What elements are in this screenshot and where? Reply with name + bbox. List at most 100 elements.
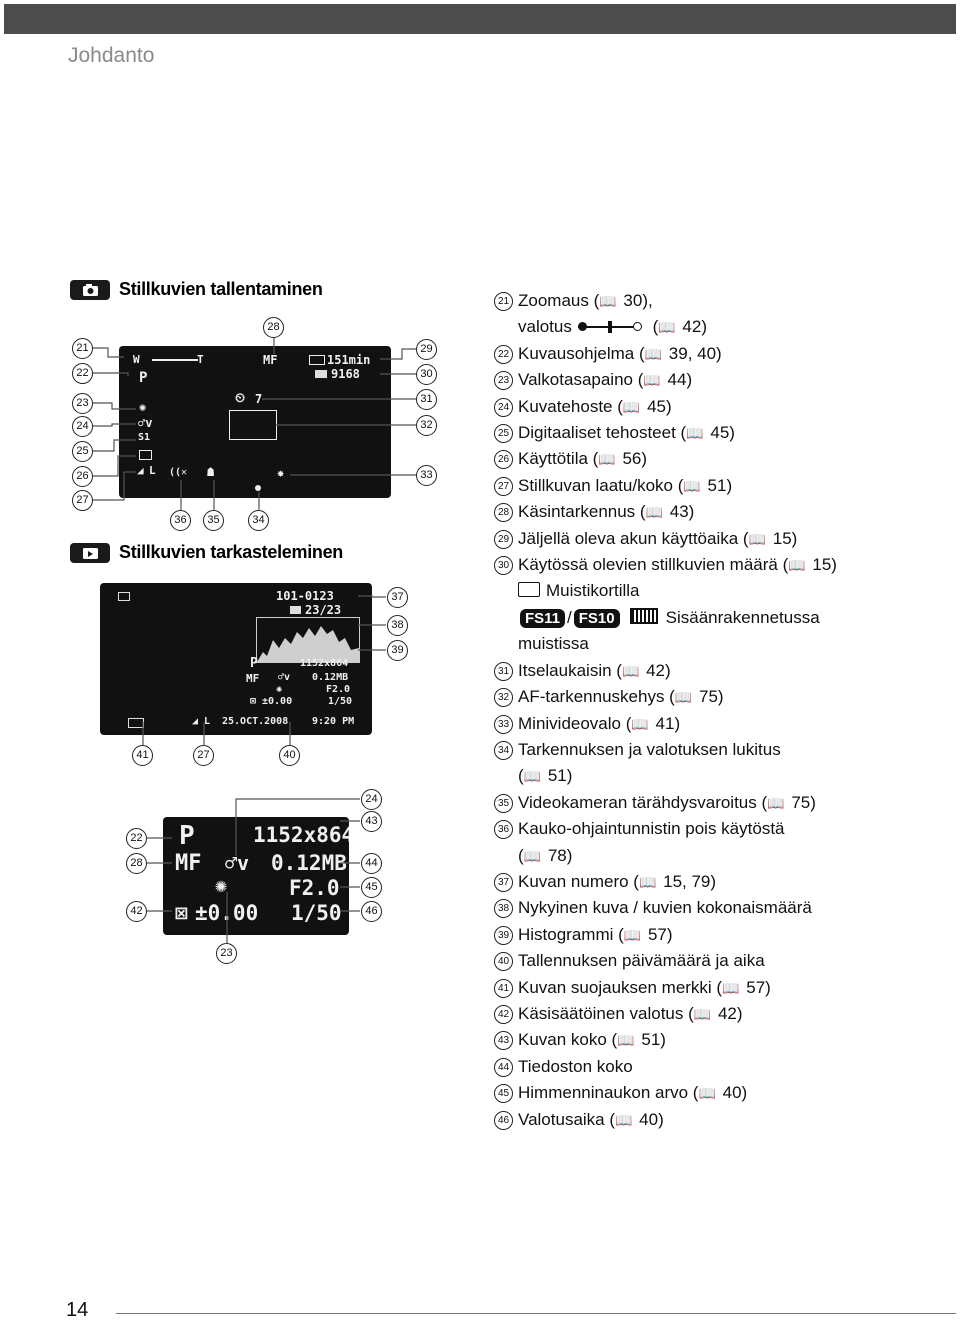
legend-paren: (	[518, 845, 524, 865]
histogram	[256, 617, 360, 663]
filesize-3: 0.12MB	[271, 851, 347, 875]
legend-number: 23	[494, 371, 513, 391]
legend-number: 42	[494, 1004, 513, 1024]
callout-21: 21	[72, 338, 93, 359]
self-timer-value: 7	[255, 392, 263, 406]
record-section-title: Stillkuvien tallentaminen	[119, 279, 323, 299]
legend-text: Valotusaika (	[518, 1109, 616, 1129]
legend-text: Valkotasapaino (	[518, 370, 644, 390]
book-icon: 📖	[623, 926, 642, 943]
mini-light-icon: ✸	[277, 466, 285, 480]
legend-number: 29	[494, 529, 513, 549]
legend-number: 34	[494, 740, 513, 760]
mf-indicator-3: MF	[175, 851, 202, 876]
callout-31: 31	[416, 389, 437, 410]
legend-text: Kuvatehoste (	[518, 396, 623, 416]
legend-ref-2: 42)	[677, 317, 707, 337]
legend-ref: 75)	[694, 687, 724, 707]
quality-value: L	[149, 464, 156, 477]
playback-section-title: Stillkuvien tarkasteleminen	[119, 542, 343, 562]
book-icon: 📖	[615, 1111, 633, 1128]
book-icon: 📖	[638, 873, 657, 890]
book-icon: 📖	[599, 293, 617, 309]
legend-number: 24	[494, 397, 513, 417]
book-icon: 📖	[644, 345, 663, 362]
legend-text: Kuvausohjelma (	[518, 343, 645, 363]
book-icon: 📖	[693, 1005, 712, 1022]
shot-count: 9168	[331, 367, 360, 381]
book-icon: 📖	[622, 398, 641, 415]
legend-text: Itselaukaisin (	[518, 660, 622, 680]
remote-off-icon: ((✕	[169, 467, 188, 478]
header-bar	[4, 4, 956, 34]
aperture-3: F2.0	[289, 876, 340, 900]
zoom-bar	[152, 359, 198, 361]
legend-number: 28	[494, 503, 513, 523]
effect-icon-3: ♂v	[225, 851, 250, 875]
legend-ref: 51)	[702, 475, 733, 495]
legend-text: Käsintarkennus (	[518, 502, 646, 522]
legend-text: Videokameran tärähdysvaroitus (	[518, 792, 768, 812]
callout-24b: 24	[361, 789, 382, 810]
legend-text: Tiedoston koko	[518, 1056, 633, 1076]
legend-number: 40	[494, 952, 513, 972]
legend-text: AF-tarkennuskehys (	[518, 687, 675, 707]
callout-45: 45	[361, 877, 382, 898]
legend-ref: 42)	[641, 660, 671, 680]
legend-ref: 15)	[807, 555, 837, 575]
zoom-w: W	[133, 353, 140, 366]
book-icon: 📖	[698, 1085, 716, 1102]
legend-ref: 51)	[636, 1030, 666, 1050]
legend-number: 30	[494, 556, 513, 576]
callout-28b: 28	[126, 853, 147, 874]
legend-number: 31	[494, 661, 513, 681]
resolution-2: 1152x864	[300, 658, 349, 669]
callout-24: 24	[72, 416, 93, 437]
callout-35: 35	[203, 510, 224, 531]
card-icon-2	[290, 606, 301, 614]
callout-44: 44	[361, 853, 382, 874]
legend-ref: 40)	[634, 1109, 664, 1129]
legend-number: 39	[494, 925, 513, 945]
legend-number: 37	[494, 872, 513, 892]
book-icon: 📖	[598, 451, 616, 468]
book-icon: 📖	[788, 557, 806, 574]
legend-number: 32	[494, 688, 513, 708]
legend-text: Digitaaliset tehosteet (	[518, 423, 687, 443]
digital-effect-icon	[139, 450, 152, 460]
built-in-memory-icon	[629, 607, 658, 624]
legend-ref: 15, 79)	[658, 871, 717, 891]
legend-ref: 57)	[643, 924, 673, 944]
callout-22b: 22	[126, 828, 147, 849]
book-icon: 📖	[645, 504, 664, 521]
battery-time: 151min	[327, 353, 371, 367]
legend-text: Käytössä olevien stillkuvien määrä (	[518, 555, 789, 575]
record-screen: W T MF 151min 9168 P ⏲ 7 ✺ ♂v S1 ◢ L ((✕…	[119, 346, 391, 498]
legend-ref: 75)	[786, 792, 816, 812]
quality-icon: ◢	[137, 464, 144, 477]
file-number: 101-0123	[276, 589, 334, 603]
callout-40: 40	[279, 745, 300, 766]
white-balance-icon-2: ✺	[276, 684, 283, 695]
callout-30: 30	[416, 364, 437, 385]
legend-number: 27	[494, 476, 513, 496]
legend-ref: 57)	[741, 977, 771, 997]
callout-33: 33	[416, 465, 437, 486]
legend-number: 46	[494, 1110, 513, 1130]
